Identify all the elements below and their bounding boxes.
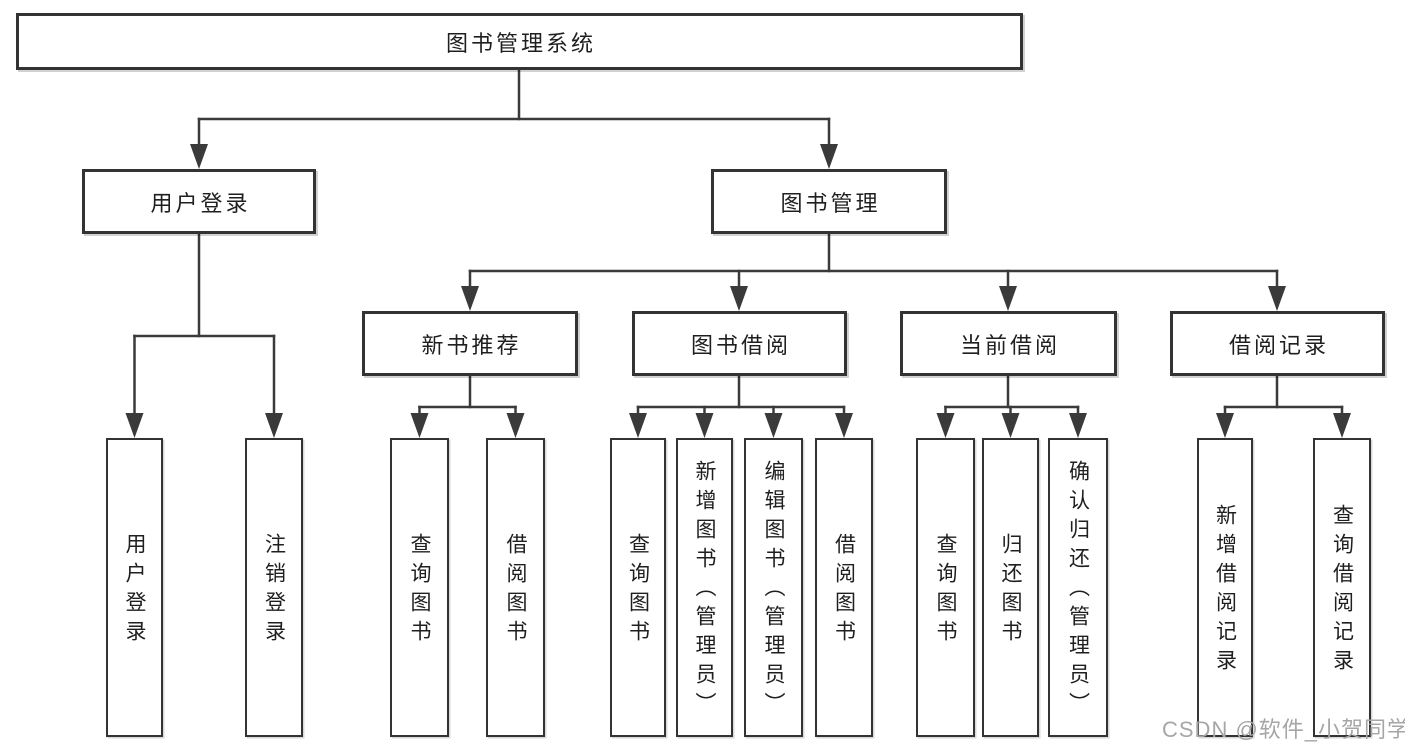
node-new-book-recommendation: 新书推荐	[362, 311, 578, 376]
leaf-user-login: 用户登录	[106, 438, 163, 737]
leaf-borrow-query-books: 查询图书	[610, 438, 666, 737]
connector-current-borrow-to-leaves	[936, 376, 1087, 438]
node-borrowing-records: 借阅记录	[1170, 311, 1385, 376]
node-current-borrowing: 当前借阅	[900, 311, 1117, 376]
leaf-logout: 注销登录	[245, 438, 303, 737]
csdn-watermark: CSDN @软件_小贺同学	[1162, 717, 1405, 742]
leaf-newbook-query-books: 查询图书	[390, 438, 449, 737]
node-book-management: 图书管理	[711, 169, 947, 234]
connector-book-management-to-level3	[461, 234, 1286, 311]
node-user-login: 用户登录	[82, 169, 316, 234]
connector-book-borrow-to-leaves	[629, 376, 853, 438]
leaf-records-add-borrow-record: 新增借阅记录	[1197, 438, 1253, 737]
connector-user-login-to-leaves	[125, 234, 283, 438]
node-library-management-system: 图书管理系统	[16, 13, 1023, 70]
connector-root-to-level2	[190, 70, 838, 169]
leaf-borrow-edit-book-admin: 编辑图书（管理员）	[744, 438, 803, 737]
leaf-records-query-borrow-record: 查询借阅记录	[1313, 438, 1371, 737]
leaf-current-return-books: 归还图书	[982, 438, 1039, 737]
leaf-borrow-add-book-admin: 新增图书（管理员）	[676, 438, 733, 737]
connector-borrow-record-to-leaves	[1216, 376, 1351, 438]
leaf-borrow-borrow-books: 借阅图书	[815, 438, 873, 737]
leaf-current-query-books: 查询图书	[916, 438, 975, 737]
leaf-current-confirm-return-admin: 确认归还（管理员）	[1048, 438, 1108, 737]
leaf-newbook-borrow-books: 借阅图书	[486, 438, 545, 737]
node-book-borrowing: 图书借阅	[632, 311, 847, 376]
connector-new-book-to-leaves	[410, 376, 525, 438]
